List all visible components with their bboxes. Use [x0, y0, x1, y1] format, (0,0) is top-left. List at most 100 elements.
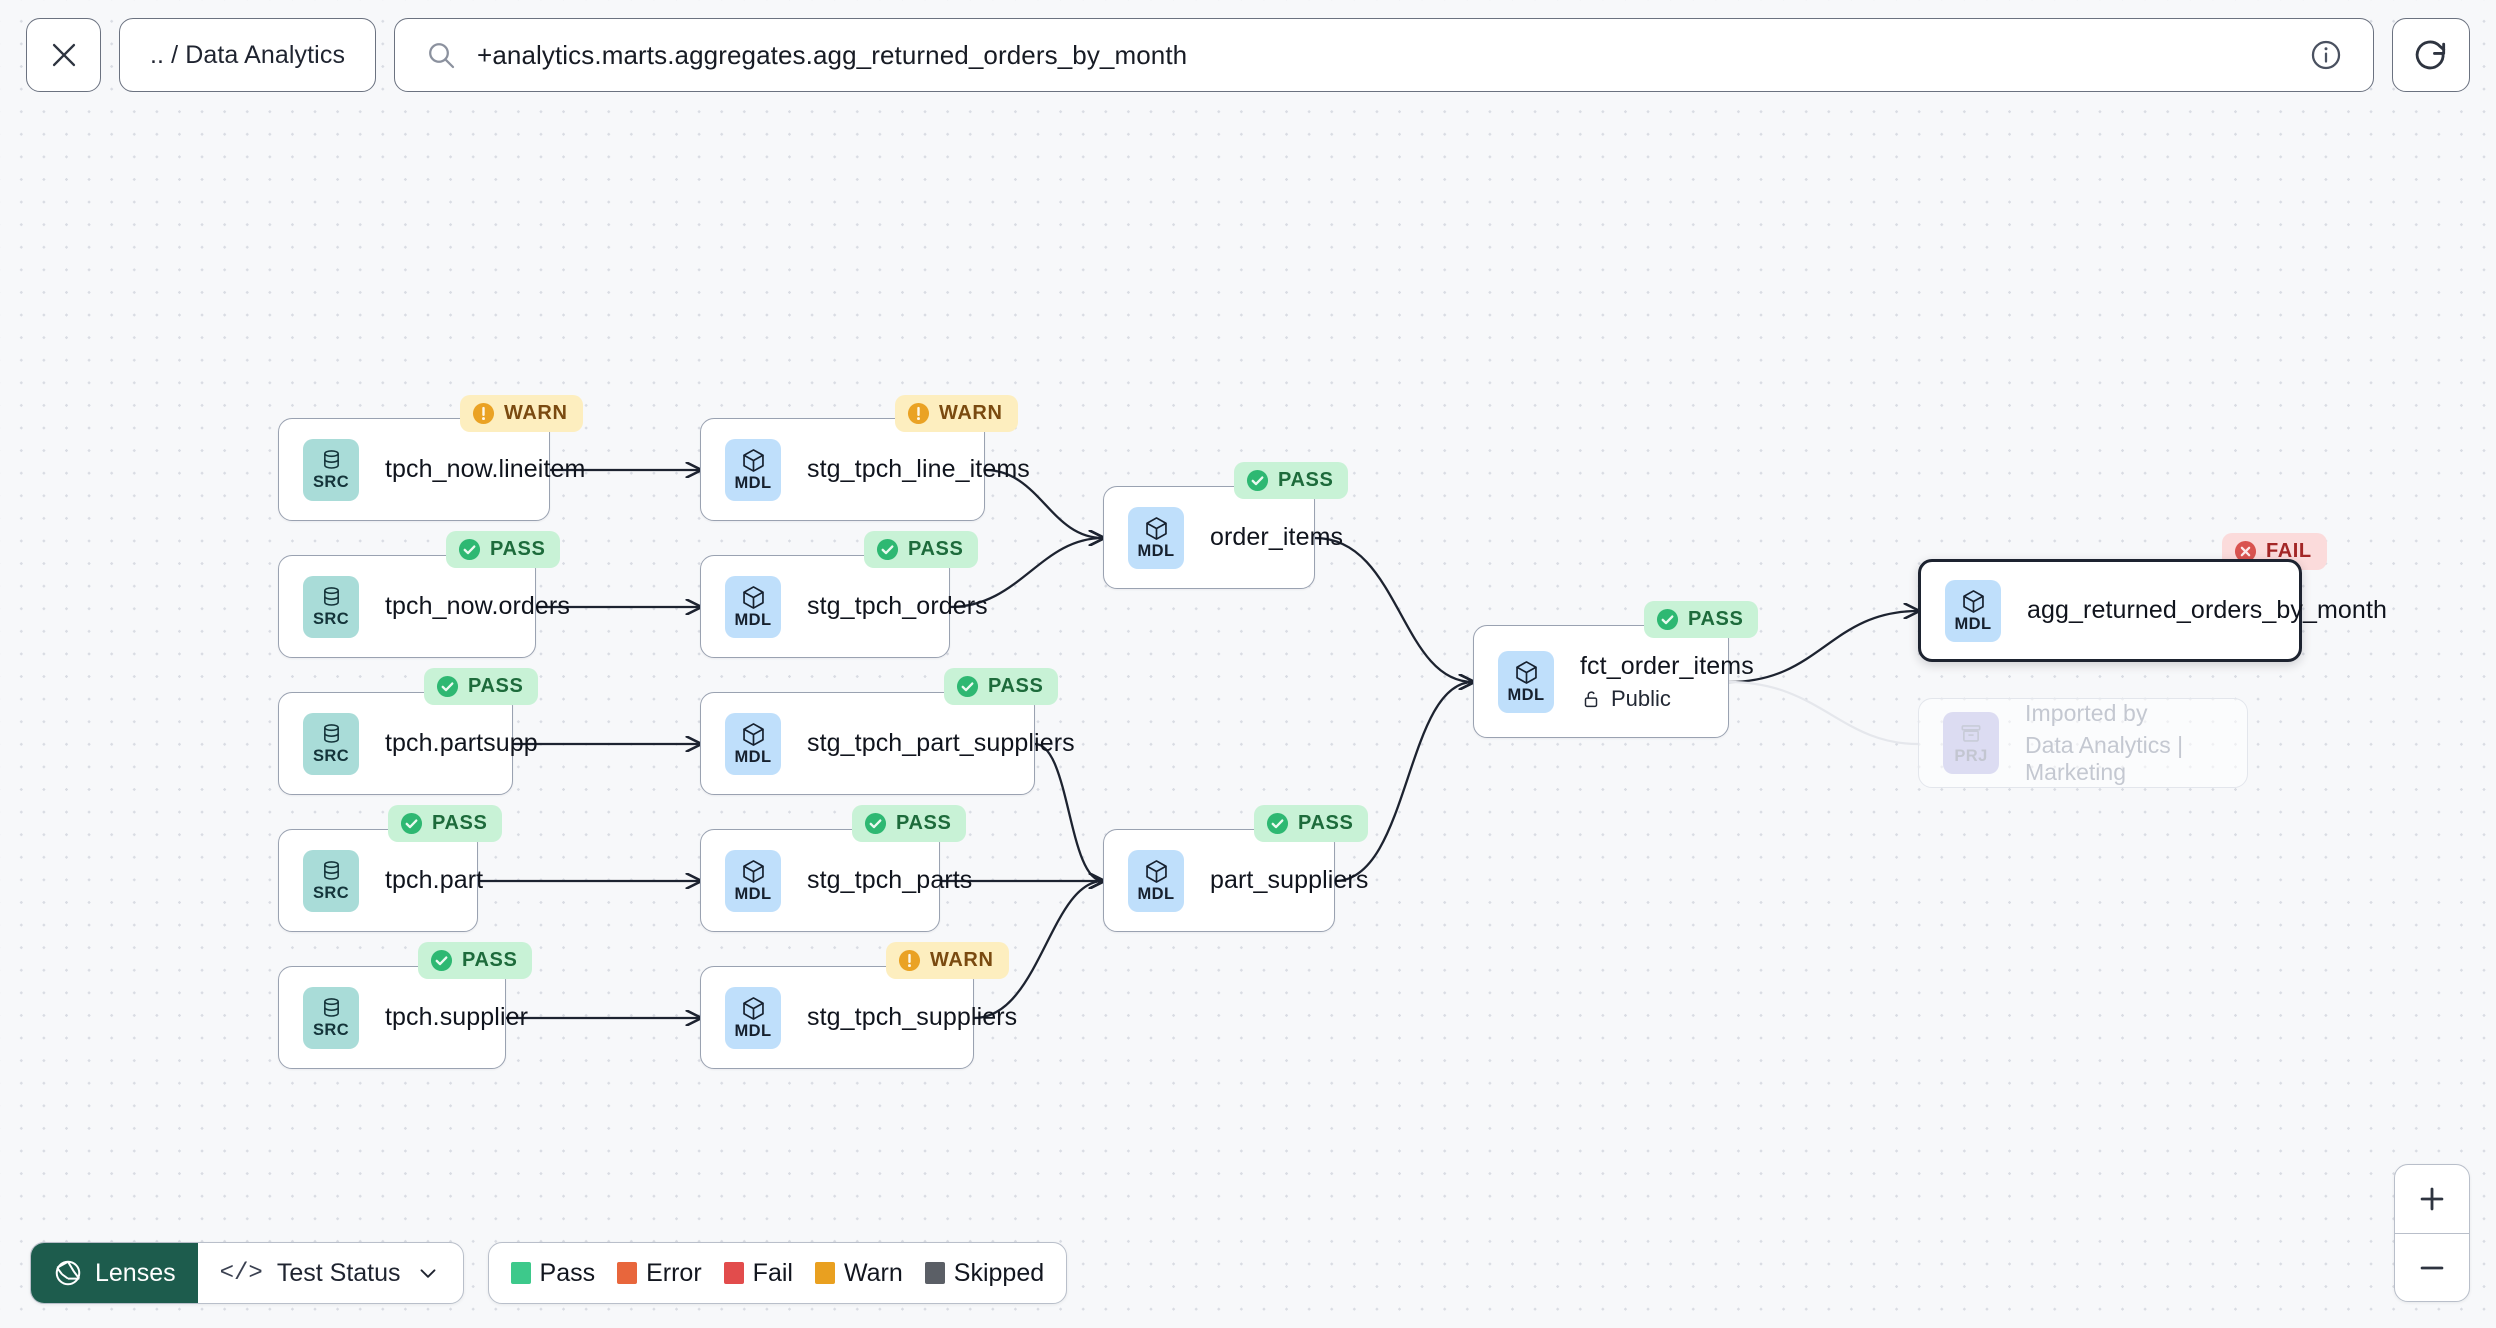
status-badge-pass[interactable]: PASS [944, 668, 1059, 705]
legend-item-skipped[interactable]: Skipped [924, 1259, 1044, 1288]
cube-icon [1962, 590, 1984, 614]
node-text: tpch.partsupp [385, 729, 538, 758]
legend-label: Fail [752, 1258, 793, 1287]
node-text: tpch.supplier [385, 1003, 528, 1032]
status-badge-pass[interactable]: PASS [388, 805, 503, 842]
status-badge-pass[interactable]: PASS [864, 531, 979, 568]
status-badge-pass[interactable]: PASS [1254, 805, 1369, 842]
close-button[interactable] [26, 18, 101, 92]
node-subtitle: Data Analytics | Marketing [2025, 732, 2247, 786]
lens-group: Lenses </> Test Status [30, 1242, 464, 1304]
graph-node-stg_tpch_orders[interactable]: MDL stg_tpch_orders [700, 555, 988, 658]
database-icon [323, 587, 339, 607]
node-type-chip-src: SRC [303, 575, 359, 638]
legend-item-warn[interactable]: Warn [814, 1258, 903, 1288]
legend-item-error[interactable]: Error [617, 1259, 702, 1288]
graph-node-tpch_part[interactable]: SRC tpch.part [278, 829, 483, 932]
node-type-chip-src: SRC [303, 986, 359, 1049]
legend-swatch [510, 1262, 531, 1284]
test-status-label: Test Status [276, 1258, 401, 1287]
status-badge-pass[interactable]: PASS [446, 531, 561, 568]
node-type-chip-prj: PRJ [1943, 712, 1999, 774]
node-title: order_items [1210, 523, 1344, 551]
node-type-label: MDL [1137, 885, 1175, 904]
node-type-label: SRC [312, 610, 350, 629]
node-title: agg_returned_orders_by_month [2027, 596, 2387, 624]
graph-node-imported_by_project[interactable]: PRJ Imported by Data Analytics | Marketi… [1918, 698, 2248, 788]
refresh-button[interactable] [2392, 18, 2470, 92]
database-icon [323, 450, 339, 470]
pass-check-icon [400, 812, 423, 835]
search-input[interactable]: +analytics.marts.aggregates.agg_returned… [394, 18, 2374, 92]
cube-icon [1145, 860, 1167, 884]
status-badge-label: PASS [1278, 469, 1334, 491]
search-query-text: +analytics.marts.aggregates.agg_returned… [477, 39, 1188, 70]
graph-node-tpch_now_orders[interactable]: SRC tpch_now.orders [278, 555, 570, 658]
graph-node-part_suppliers[interactable]: MDL part_suppliers [1103, 829, 1369, 932]
breadcrumb[interactable]: .. / Data Analytics [119, 18, 377, 92]
status-badge-label: PASS [432, 812, 488, 834]
test-status-selector[interactable]: </> Test Status [198, 1243, 463, 1303]
graph-node-tpch_now_lineitem[interactable]: SRC tpch_now.lineitem [278, 418, 586, 521]
graph-node-order_items[interactable]: MDL order_items [1103, 486, 1344, 589]
status-badge-label: WARN [939, 402, 1003, 424]
zoom-in-button[interactable] [2395, 1165, 2469, 1233]
node-type-label: MDL [734, 474, 772, 493]
status-badge-warn[interactable]: WARN [886, 942, 1009, 979]
minus-icon [2420, 1266, 2444, 1269]
cube-icon [1515, 661, 1537, 685]
node-type-label: SRC [312, 473, 350, 492]
node-text: stg_tpch_parts [807, 866, 972, 895]
code-icon: </> [219, 1259, 263, 1287]
cube-icon [742, 723, 764, 747]
status-badge-pass[interactable]: PASS [418, 942, 533, 979]
legend-swatch [617, 1262, 638, 1284]
graph-node-tpch_supplier[interactable]: SRC tpch.supplier [278, 966, 528, 1069]
legend-item-pass[interactable]: Pass [510, 1258, 596, 1288]
lenses-button[interactable]: Lenses [31, 1243, 198, 1303]
node-text: part_suppliers [1210, 866, 1369, 895]
search-icon [429, 43, 455, 69]
node-title: tpch_now.lineitem [385, 455, 586, 483]
refresh-icon [2415, 40, 2446, 70]
node-text: agg_returned_orders_by_month [2027, 596, 2387, 625]
status-badge-label: PASS [908, 538, 964, 560]
node-subtitle-text: Data Analytics | Marketing [2025, 732, 2184, 785]
graph-node-stg_tpch_parts[interactable]: MDL stg_tpch_parts [700, 829, 972, 932]
node-type-chip-mdl: MDL [725, 986, 781, 1049]
node-title: part_suppliers [1210, 866, 1369, 894]
node-title: tpch.partsupp [385, 729, 538, 757]
status-badge-pass[interactable]: PASS [1234, 462, 1349, 499]
node-text: stg_tpch_line_items [807, 455, 1030, 484]
node-type-label: SRC [312, 747, 350, 766]
cube-icon [742, 860, 764, 884]
legend-item-fail[interactable]: Fail [723, 1258, 793, 1288]
node-title: fct_order_items [1580, 651, 1754, 680]
status-badge-pass[interactable]: PASS [852, 805, 967, 842]
close-icon [52, 43, 75, 67]
graph-node-stg_tpch_part_suppliers[interactable]: MDL stg_tpch_part_suppliers [700, 692, 1075, 795]
zoom-out-button[interactable] [2395, 1233, 2469, 1301]
legend-label: Pass [539, 1258, 596, 1287]
info-icon[interactable] [2309, 38, 2343, 72]
node-type-label: MDL [1954, 615, 1992, 634]
zoom-controls [2394, 1164, 2470, 1302]
status-badge-pass[interactable]: PASS [424, 668, 539, 705]
legend-label: Warn [843, 1258, 903, 1287]
node-title: stg_tpch_suppliers [807, 1003, 1018, 1031]
pass-check-icon [436, 675, 459, 698]
node-text: fct_order_items Public [1580, 651, 1754, 712]
graph-node-agg_returned_orders_by_month[interactable]: MDL agg_returned_orders_by_month [1918, 559, 2387, 662]
status-badge-pass[interactable]: PASS [1644, 601, 1759, 638]
graph-node-stg_tpch_line_items[interactable]: MDL stg_tpch_line_items [700, 418, 1030, 521]
graph-node-stg_tpch_suppliers[interactable]: MDL stg_tpch_suppliers [700, 966, 1018, 1069]
status-badge-warn[interactable]: WARN [460, 395, 583, 432]
graph-node-fct_order_items[interactable]: MDL fct_order_items Public [1473, 625, 1754, 738]
status-badge-warn[interactable]: WARN [895, 395, 1018, 432]
node-text: stg_tpch_part_suppliers [807, 729, 1075, 758]
graph-node-tpch_partsupp[interactable]: SRC tpch.partsupp [278, 692, 538, 795]
pass-check-icon [1266, 812, 1289, 835]
legend-swatch [924, 1262, 945, 1284]
